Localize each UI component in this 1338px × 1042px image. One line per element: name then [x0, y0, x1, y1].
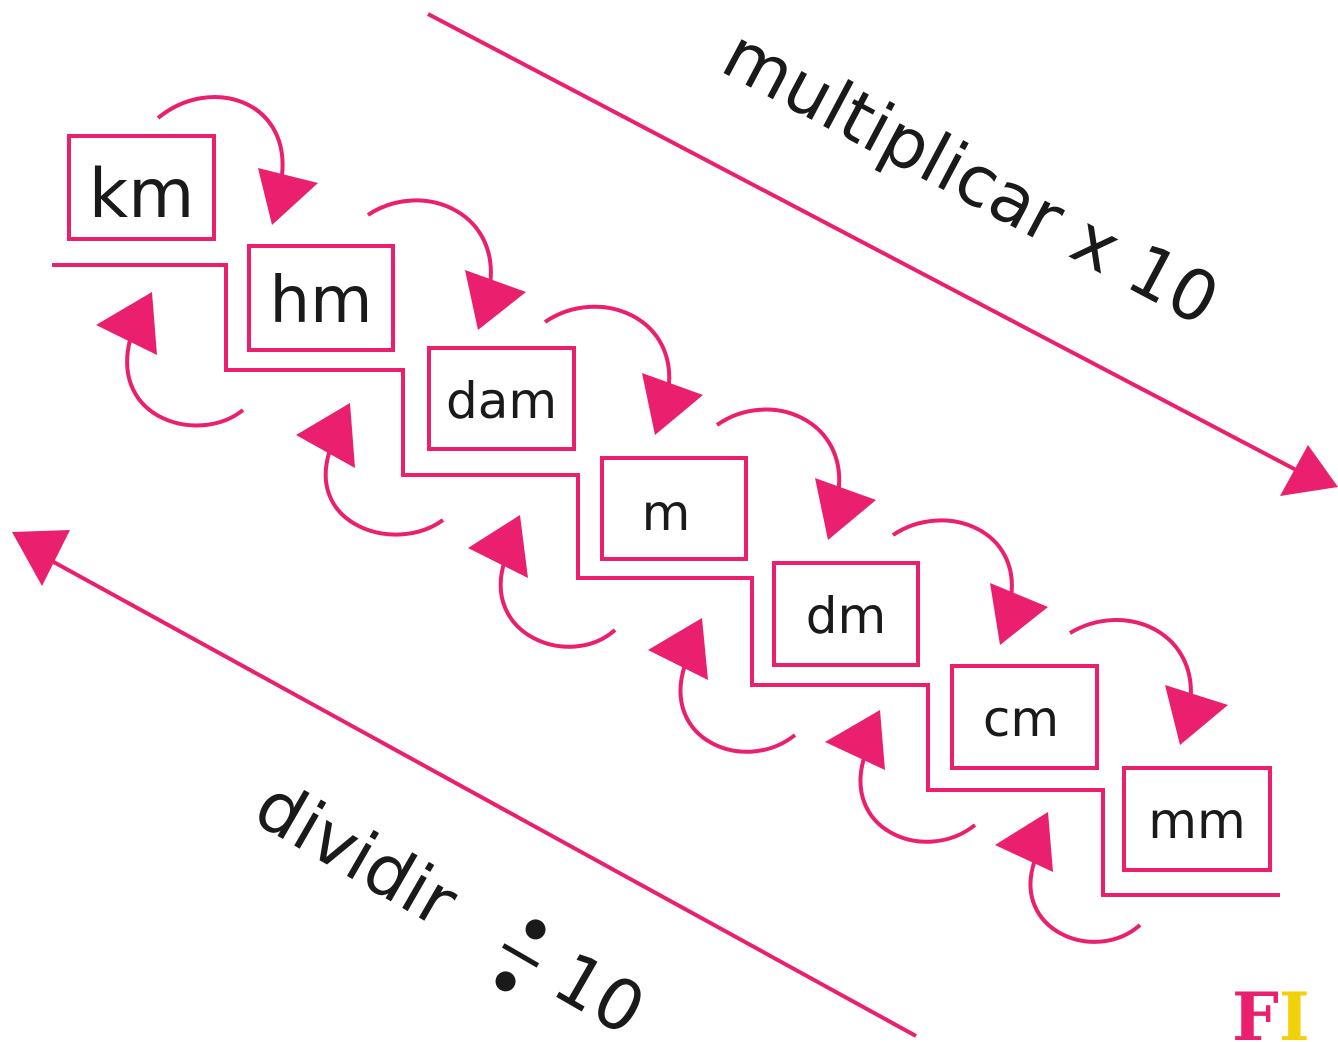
- step-arrow-m-dm: [715, 407, 842, 496]
- unit-label-m: m: [642, 484, 691, 542]
- divide-label: dividir 10: [242, 764, 659, 1042]
- step-arrow-cm-dm: [858, 754, 977, 844]
- multiply-direction-arrow: [427, 12, 1338, 496]
- arrowhead-m-dm: [815, 478, 876, 540]
- unit-box-dm: dm: [772, 561, 920, 667]
- brand-logo: FI: [1232, 978, 1310, 1042]
- divide-direction-arrow: [12, 530, 917, 1038]
- step-arrow-km-hm: [156, 95, 285, 176]
- arrowhead-m-dam: [468, 515, 528, 578]
- arrowhead-dm-cm: [990, 583, 1048, 645]
- unit-label-dm: dm: [806, 587, 886, 645]
- arrowhead-cm-mm: [1165, 685, 1228, 745]
- unit-box-km: km: [67, 134, 216, 241]
- arrowhead-hm-km: [96, 292, 157, 355]
- unit-label-hm: hm: [270, 264, 373, 338]
- divide-step-arrowheads: [96, 292, 1053, 872]
- arrowhead-km-hm: [258, 168, 318, 225]
- divide-step-arrows: [125, 339, 1142, 944]
- unit-box-cm: cm: [950, 664, 1099, 770]
- step-arrow-m-dam: [498, 559, 617, 649]
- step-arrow-cm-mm: [1068, 618, 1193, 706]
- brand-logo-text: FI: [1232, 978, 1310, 1042]
- unit-label-dam: dam: [446, 372, 557, 430]
- arrowhead-dm-m: [648, 618, 708, 680]
- multiply-step-arrowheads: [258, 168, 1228, 745]
- arrowhead-cm-dm: [825, 710, 885, 770]
- unit-box-m: m: [600, 456, 748, 561]
- arrowhead-mm-cm: [995, 812, 1053, 872]
- step-arrow-dm-m: [678, 664, 797, 754]
- unit-boxes: km hm dam m dm cm mm: [67, 134, 1272, 872]
- unit-label-mm: mm: [1148, 792, 1245, 850]
- multiply-label: multiplicar x 10: [710, 13, 1232, 342]
- step-arrow-hm-km: [125, 339, 245, 428]
- arrowhead-dam-hm: [296, 403, 355, 468]
- step-arrow-mm-cm: [1028, 859, 1142, 944]
- arrowhead-dam-m: [642, 373, 703, 435]
- unit-label-cm: cm: [983, 690, 1059, 748]
- arrowhead-hm-dam: [465, 270, 526, 330]
- step-arrow-dam-m: [543, 304, 672, 393]
- unit-box-dam: dam: [427, 346, 576, 451]
- divide-direction-arrowhead: [12, 530, 70, 586]
- staircase-line: [52, 263, 1280, 897]
- unit-box-hm: hm: [247, 244, 395, 352]
- division-sign-icon: [495, 919, 546, 992]
- step-arrow-dm-cm: [891, 518, 1014, 604]
- unit-box-mm: mm: [1122, 766, 1272, 872]
- divide-label-text: dividir: [242, 764, 471, 944]
- multiply-step-arrows: [156, 95, 1193, 706]
- divide-label-number: 10: [540, 936, 658, 1042]
- multiply-direction-arrowhead: [1280, 445, 1338, 496]
- step-arrow-dam-hm: [323, 449, 445, 537]
- step-arrow-hm-dam: [366, 198, 493, 286]
- unit-label-km: km: [89, 155, 195, 234]
